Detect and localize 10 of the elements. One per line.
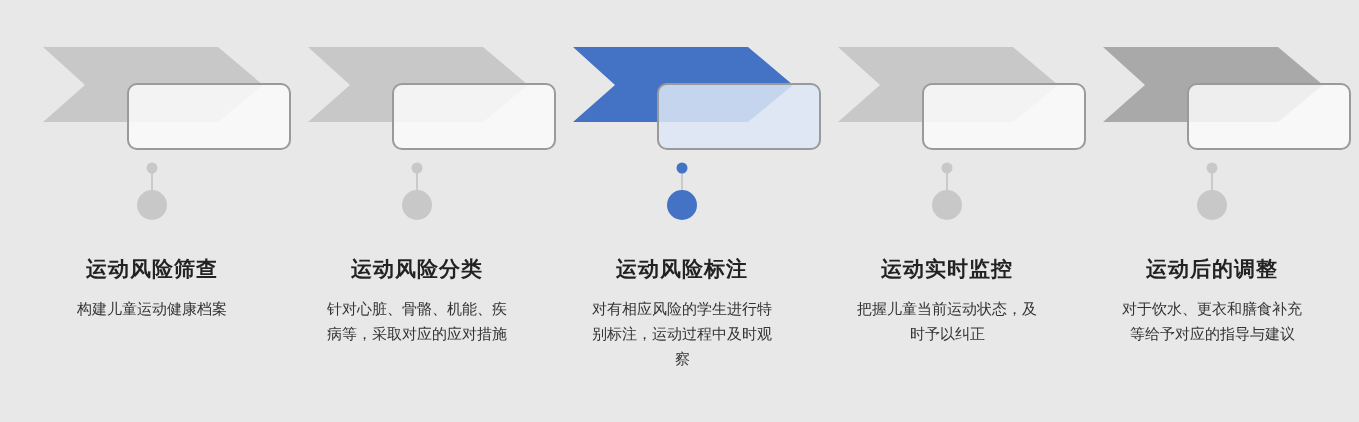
step-description: 针对心脏、骨骼、机能、疾病等，采取对应的应对措施	[327, 299, 507, 345]
step-description: 对有相应风险的学生进行特别标注，运动过程中及时观察	[592, 299, 772, 370]
step-description: 对于饮水、更衣和膳食补充等给予对应的指导与建议	[1122, 299, 1302, 345]
step-heading: 运动后的调整	[1146, 256, 1278, 283]
step-description: 把握儿童当前运动状态，及时予以纠正	[857, 299, 1037, 345]
step-description: 构建儿童运动健康档案	[76, 299, 228, 320]
step-heading: 运动实时监控	[881, 256, 1013, 283]
step-heading: 运动风险筛查	[86, 256, 218, 283]
step-heading: 运动风险标注	[616, 256, 748, 283]
step-heading: 运动风险分类	[351, 256, 483, 283]
